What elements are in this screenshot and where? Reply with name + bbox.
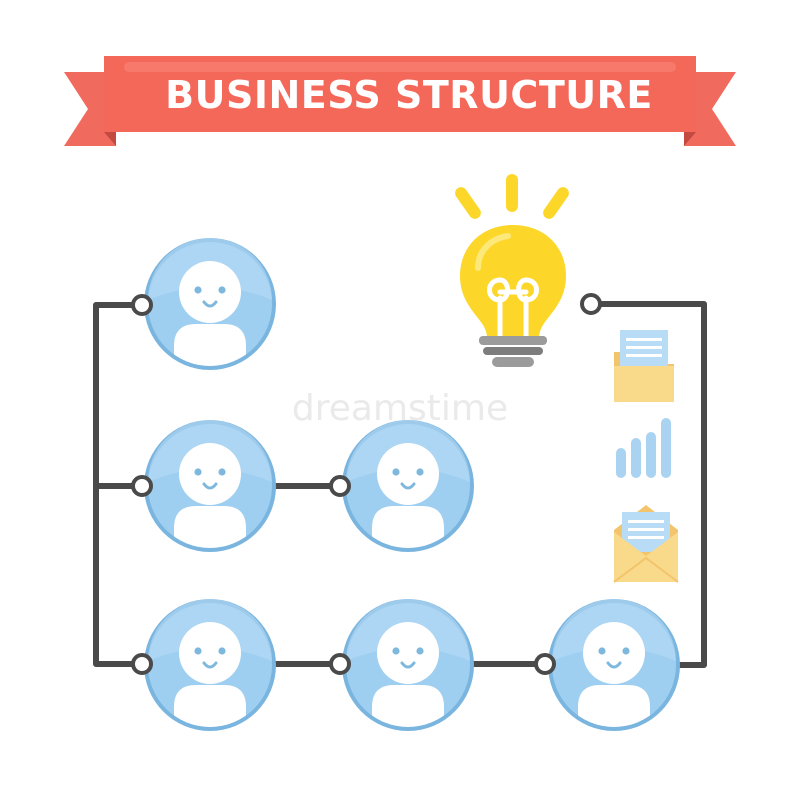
avatar-top: [144, 238, 276, 370]
letter-line-3: [628, 536, 664, 539]
connector-nodes: [131, 293, 602, 675]
bar-chart-icon: [616, 418, 671, 478]
bulb-base-middle: [483, 347, 543, 355]
banner-highlight: [124, 62, 676, 72]
node-row2-left: [131, 475, 153, 497]
banner-left-fold: [104, 132, 116, 146]
avatar-bottom-left: [144, 599, 276, 731]
node-row2-right: [329, 475, 351, 497]
node-top: [131, 294, 153, 316]
document-line-3: [626, 354, 662, 357]
banner-left-tail: [64, 72, 116, 146]
avatar-bottom-right: [548, 599, 680, 731]
document-sheet: [620, 330, 668, 370]
page-title: BUSINESS STRUCTURE: [165, 73, 653, 117]
chart-bar-4: [661, 418, 671, 478]
folder-documents-icon: [614, 330, 674, 402]
avatar-middle-left: [144, 420, 276, 552]
bulb-glass: [460, 225, 566, 338]
bulb-shine: [475, 233, 511, 271]
node-bulb: [580, 293, 602, 315]
bulb-base-top: [479, 336, 547, 345]
avatar-group: [144, 238, 680, 731]
lightbulb-icon: [455, 174, 569, 367]
letter-line-2: [628, 528, 664, 531]
envelope-icon: [613, 505, 679, 583]
avatar-middle-right: [342, 420, 474, 552]
folder-front: [614, 366, 674, 402]
bulb-filament: [487, 277, 539, 341]
banner-right-tail: [684, 72, 736, 146]
chart-bar-2: [631, 438, 641, 478]
avatar-bottom-middle: [342, 599, 474, 731]
right-trunk-line: [588, 301, 707, 668]
document-line-1: [626, 338, 662, 341]
bulb-ray-center: [506, 174, 518, 212]
bulb-ray-left: [455, 187, 481, 219]
chart-bar-1: [616, 448, 626, 478]
banner-right-fold: [684, 132, 696, 146]
node-row3-middle: [329, 653, 351, 675]
envelope-flap-lines: [613, 556, 679, 583]
bulb-ray-right: [543, 187, 569, 219]
bulb-base-bottom: [492, 357, 534, 367]
node-row3-left: [131, 653, 153, 675]
title-banner: BUSINESS STRUCTURE: [64, 56, 736, 146]
document-line-2: [626, 346, 662, 349]
node-row3-right: [534, 653, 556, 675]
letter-line-1: [628, 520, 664, 523]
chart-bar-3: [646, 432, 656, 478]
